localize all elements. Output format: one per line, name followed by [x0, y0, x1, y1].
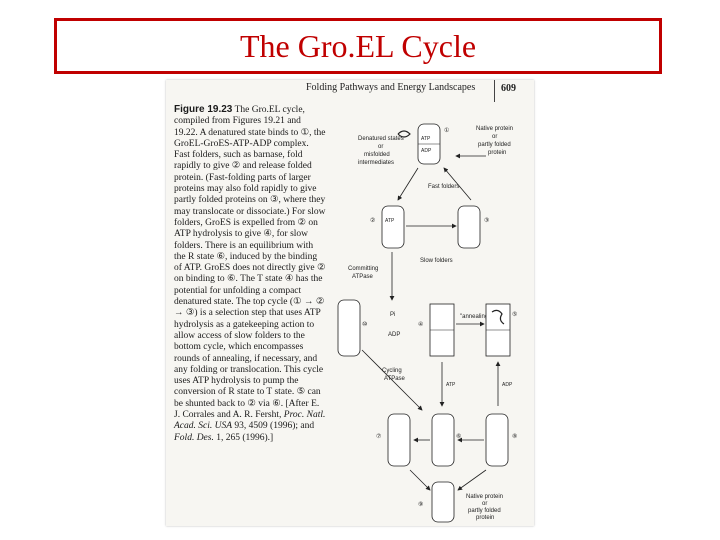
complex-6: [431, 413, 455, 467]
label-annealing: "annealing": [460, 314, 490, 320]
state-4: ④: [418, 321, 423, 328]
cycle-diagram-svg: Denatured states or misfolded intermedia…: [337, 123, 517, 523]
state-8: ⑧: [512, 433, 517, 440]
label-intermediates: intermediates: [358, 160, 394, 166]
label-adp: ADP: [388, 332, 400, 338]
complex-7: [387, 413, 411, 467]
slide-title: The Gro.EL Cycle: [239, 27, 477, 64]
citation-prefix: [After E. J. Corrales and A. R. Fersht,: [174, 398, 320, 421]
figure-label: Figure 19.23: [174, 104, 233, 115]
state-10: ⑩: [362, 321, 367, 328]
citation-journal-1: Proc. Natl. Acad. Sci. USA: [174, 410, 326, 432]
page-number: 609: [501, 83, 516, 94]
label-partly-folded-bottom: partly folded: [468, 508, 501, 514]
running-header: Folding Pathways and Energy Landscapes: [306, 82, 476, 93]
complex-10: [337, 299, 361, 357]
squiggle-protein-1: [397, 130, 411, 138]
complex-2: ATP: [381, 205, 405, 249]
slide-title-box: The Gro.EL Cycle: [54, 18, 662, 74]
label-pi: Pi: [390, 312, 395, 318]
adp-label-1: ADP: [421, 148, 432, 154]
state-7: ⑦: [376, 433, 381, 440]
label-atpase-2: ATPase: [384, 376, 406, 382]
state-1: ①: [444, 127, 449, 134]
atp-label-3: ATP: [446, 382, 456, 388]
label-cycling: Cycling: [382, 368, 402, 374]
complex-3: [457, 205, 481, 249]
state-3: ③: [484, 217, 489, 224]
complex-5: [485, 303, 511, 357]
label-slow-folders: Slow folders: [420, 258, 453, 264]
state-6: ⑥: [456, 433, 461, 440]
label-protein-bottom: protein: [476, 515, 494, 521]
atp-label-1: ATP: [421, 136, 431, 142]
label-committing: Committing: [348, 266, 378, 272]
label-or-1: or: [378, 144, 383, 150]
label-native-bottom: Native protein: [466, 494, 503, 500]
complex-4: [429, 303, 455, 357]
state-5: ⑤: [512, 311, 517, 318]
caption-text: The Gro.EL cycle, compiled from Figures …: [174, 105, 326, 409]
citation-journal-2: Fold. Des.: [174, 432, 214, 443]
atp-label-2: ATP: [385, 218, 395, 224]
label-or-2: or: [492, 134, 497, 140]
state-9: ⑨: [418, 501, 423, 508]
header-rule: [494, 80, 495, 102]
complex-1: ATP ADP: [417, 123, 441, 165]
complex-8: [485, 413, 509, 467]
label-misfolded: misfolded: [364, 152, 390, 158]
figure-caption: Figure 19.23 The Gro.EL cycle, compiled …: [174, 104, 326, 444]
label-atpase: ATPase: [352, 274, 374, 280]
label-partly-folded: partly folded: [478, 142, 511, 148]
state-2: ②: [370, 217, 375, 224]
citation-end: 1, 265 (1996).]: [213, 432, 274, 443]
groel-cycle-diagram: Denatured states or misfolded intermedia…: [326, 110, 534, 526]
label-protein: protein: [488, 150, 506, 156]
scanned-textbook-page: Folding Pathways and Energy Landscapes 6…: [166, 80, 534, 526]
label-native: Native protein: [476, 126, 513, 132]
citation-mid: 93, 4509 (1996); and: [232, 421, 315, 432]
label-fast-folders: Fast folders: [428, 184, 459, 190]
adp-label-3: ADP: [502, 382, 513, 388]
label-or-3: or: [482, 501, 487, 507]
complex-9: [431, 481, 455, 523]
label-denatured: Denatured states: [358, 136, 404, 142]
